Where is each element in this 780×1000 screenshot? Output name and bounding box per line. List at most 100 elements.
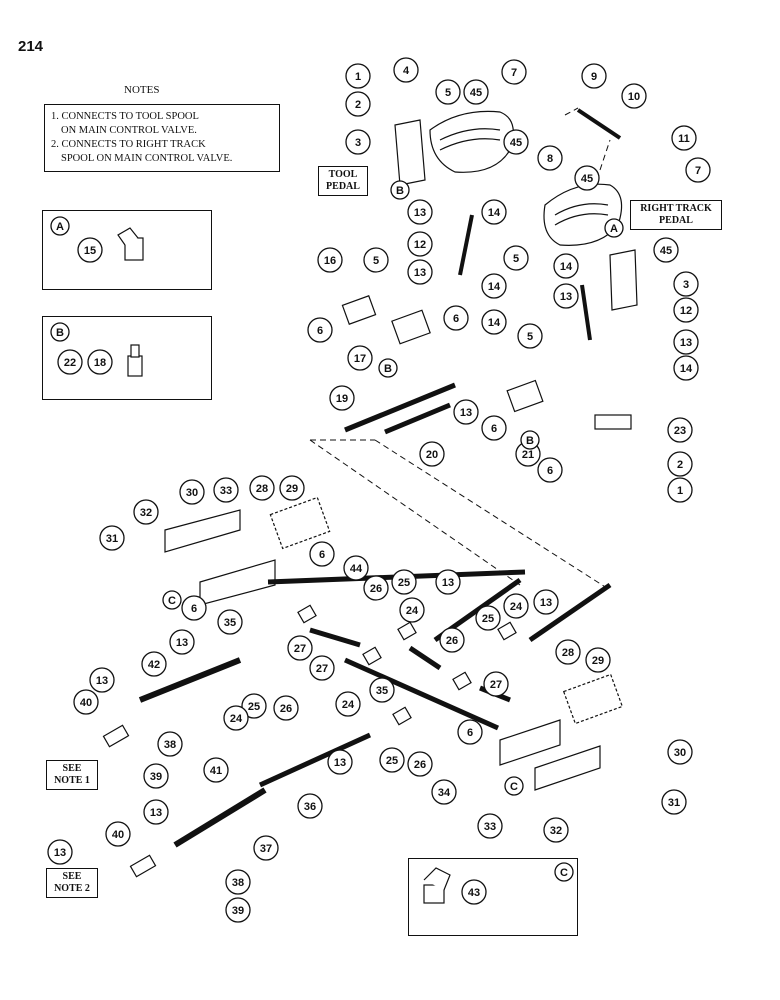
callout-33: 33 bbox=[213, 477, 239, 503]
callout-27-text: 27 bbox=[294, 643, 306, 655]
callout-26c-text: 26 bbox=[280, 703, 292, 715]
callout-31-text: 31 bbox=[106, 533, 118, 545]
callout-13d: 13 bbox=[673, 329, 699, 355]
callout-14c-text: 14 bbox=[560, 261, 573, 273]
right-track-pedal-label: RIGHT TRACK PEDAL bbox=[630, 200, 722, 230]
callout-14e: 14 bbox=[673, 355, 699, 381]
callout-37: 37 bbox=[253, 835, 279, 861]
callout-16-text: 16 bbox=[324, 255, 336, 267]
callout-28b-text: 28 bbox=[562, 647, 574, 659]
callout-28b: 28 bbox=[555, 639, 581, 665]
ref-letter-A1-text: A bbox=[610, 223, 618, 235]
callout-8-text: 8 bbox=[547, 153, 553, 165]
inset-part-15-text: 15 bbox=[84, 245, 96, 257]
callout-42-text: 42 bbox=[148, 659, 160, 671]
fitting-15 bbox=[117, 227, 144, 261]
callout-28: 28 bbox=[249, 475, 275, 501]
inset-b bbox=[42, 316, 212, 400]
see-note-1-label: SEE NOTE 1 bbox=[46, 760, 98, 790]
callout-4-text: 4 bbox=[403, 65, 410, 77]
see-note-2-label: SEE NOTE 2 bbox=[46, 868, 98, 898]
callout-36: 36 bbox=[297, 793, 323, 819]
callout-30b: 30 bbox=[667, 739, 693, 765]
ref-letter-B2-text: B bbox=[384, 363, 392, 375]
callout-26d-text: 26 bbox=[414, 759, 426, 771]
ref-letter-B2: B bbox=[378, 358, 398, 378]
right-track-line-2: PEDAL bbox=[659, 215, 693, 226]
rod-12a bbox=[458, 214, 474, 276]
callout-35: 35 bbox=[217, 609, 243, 635]
ref-letter-C2: C bbox=[504, 776, 524, 796]
callout-13h: 13 bbox=[169, 629, 195, 655]
callout-28-text: 28 bbox=[256, 483, 268, 495]
notes-box: 1. CONNECTS TO TOOL SPOOL ON MAIN CONTRO… bbox=[44, 104, 280, 172]
clevises bbox=[102, 604, 517, 878]
rod-mid-2 bbox=[408, 645, 442, 671]
callout-25d-text: 25 bbox=[386, 755, 398, 767]
callout-41: 41 bbox=[203, 757, 229, 783]
callout-1b: 1 bbox=[667, 477, 693, 503]
callout-6a: 6 bbox=[307, 317, 333, 343]
note-2-line-b: SPOOL ON MAIN CONTROL VALVE. bbox=[61, 153, 233, 164]
callout-39b: 39 bbox=[225, 897, 251, 923]
callout-9: 9 bbox=[581, 63, 607, 89]
callout-2: 2 bbox=[345, 91, 371, 117]
page-number: 214 bbox=[18, 38, 44, 55]
callout-13l-text: 13 bbox=[54, 847, 66, 859]
callout-26c: 26 bbox=[273, 695, 299, 721]
callout-27b: 27 bbox=[309, 655, 335, 681]
callout-27b-text: 27 bbox=[316, 663, 328, 675]
callout-45b-text: 45 bbox=[510, 137, 522, 149]
callout-24b-text: 24 bbox=[510, 601, 523, 613]
tool-pedal-label: TOOL PEDAL bbox=[318, 166, 368, 196]
ref-letter-B3-text: B bbox=[526, 435, 534, 447]
callout-23: 23 bbox=[667, 417, 693, 443]
callout-45-text: 45 bbox=[470, 87, 482, 99]
callout-35b: 35 bbox=[369, 677, 395, 703]
callout-13e: 13 bbox=[453, 399, 479, 425]
callout-6e-text: 6 bbox=[319, 549, 325, 561]
shaft-36 bbox=[258, 732, 372, 788]
callout-4: 4 bbox=[393, 57, 419, 83]
callout-24d-text: 24 bbox=[230, 713, 243, 725]
callout-13b-text: 13 bbox=[414, 267, 426, 279]
callout-30-text: 30 bbox=[186, 487, 198, 499]
callout-13f-text: 13 bbox=[442, 577, 454, 589]
inset-part-22: 22 bbox=[57, 349, 83, 375]
callout-2-text: 2 bbox=[355, 99, 361, 111]
shaft-37 bbox=[173, 787, 267, 848]
rod-9 bbox=[576, 108, 622, 140]
callout-14b-text: 14 bbox=[488, 281, 501, 293]
callout-38-text: 38 bbox=[164, 739, 176, 751]
callout-40-text: 40 bbox=[80, 697, 92, 709]
inset-part-22-text: 22 bbox=[64, 357, 76, 369]
note-1-line-a: 1. CONNECTS TO TOOL SPOOL bbox=[51, 111, 199, 122]
callout-39: 39 bbox=[143, 763, 169, 789]
callout-35b-text: 35 bbox=[376, 685, 388, 697]
callout-25b-text: 25 bbox=[482, 613, 494, 625]
rod-12b bbox=[580, 284, 592, 341]
callout-13i-text: 13 bbox=[96, 675, 108, 687]
callout-12b-text: 12 bbox=[680, 305, 692, 317]
shaft-20 bbox=[384, 402, 451, 435]
callout-1: 1 bbox=[345, 63, 371, 89]
callout-25d: 25 bbox=[379, 747, 405, 773]
see-note-2-line-a: SEE bbox=[62, 871, 82, 882]
inset-a bbox=[42, 210, 212, 290]
callout-6d-text: 6 bbox=[547, 465, 553, 477]
inset-letter-A-text: A bbox=[56, 221, 64, 233]
callout-31b: 31 bbox=[661, 789, 687, 815]
inset-part-43-text: 43 bbox=[468, 887, 480, 899]
callout-13a: 13 bbox=[407, 199, 433, 225]
callout-24b: 24 bbox=[503, 593, 529, 619]
callout-14d-text: 14 bbox=[488, 317, 501, 329]
callout-41-text: 41 bbox=[210, 765, 222, 777]
callout-16: 16 bbox=[317, 247, 343, 273]
callout-2b: 2 bbox=[667, 451, 693, 477]
callout-45c: 45 bbox=[574, 165, 600, 191]
plate-30-right bbox=[499, 719, 601, 791]
see-note-2-line-b: NOTE 2 bbox=[54, 883, 90, 894]
ref-letter-C1-text: C bbox=[168, 595, 176, 607]
inset-part-15: 15 bbox=[77, 237, 103, 263]
